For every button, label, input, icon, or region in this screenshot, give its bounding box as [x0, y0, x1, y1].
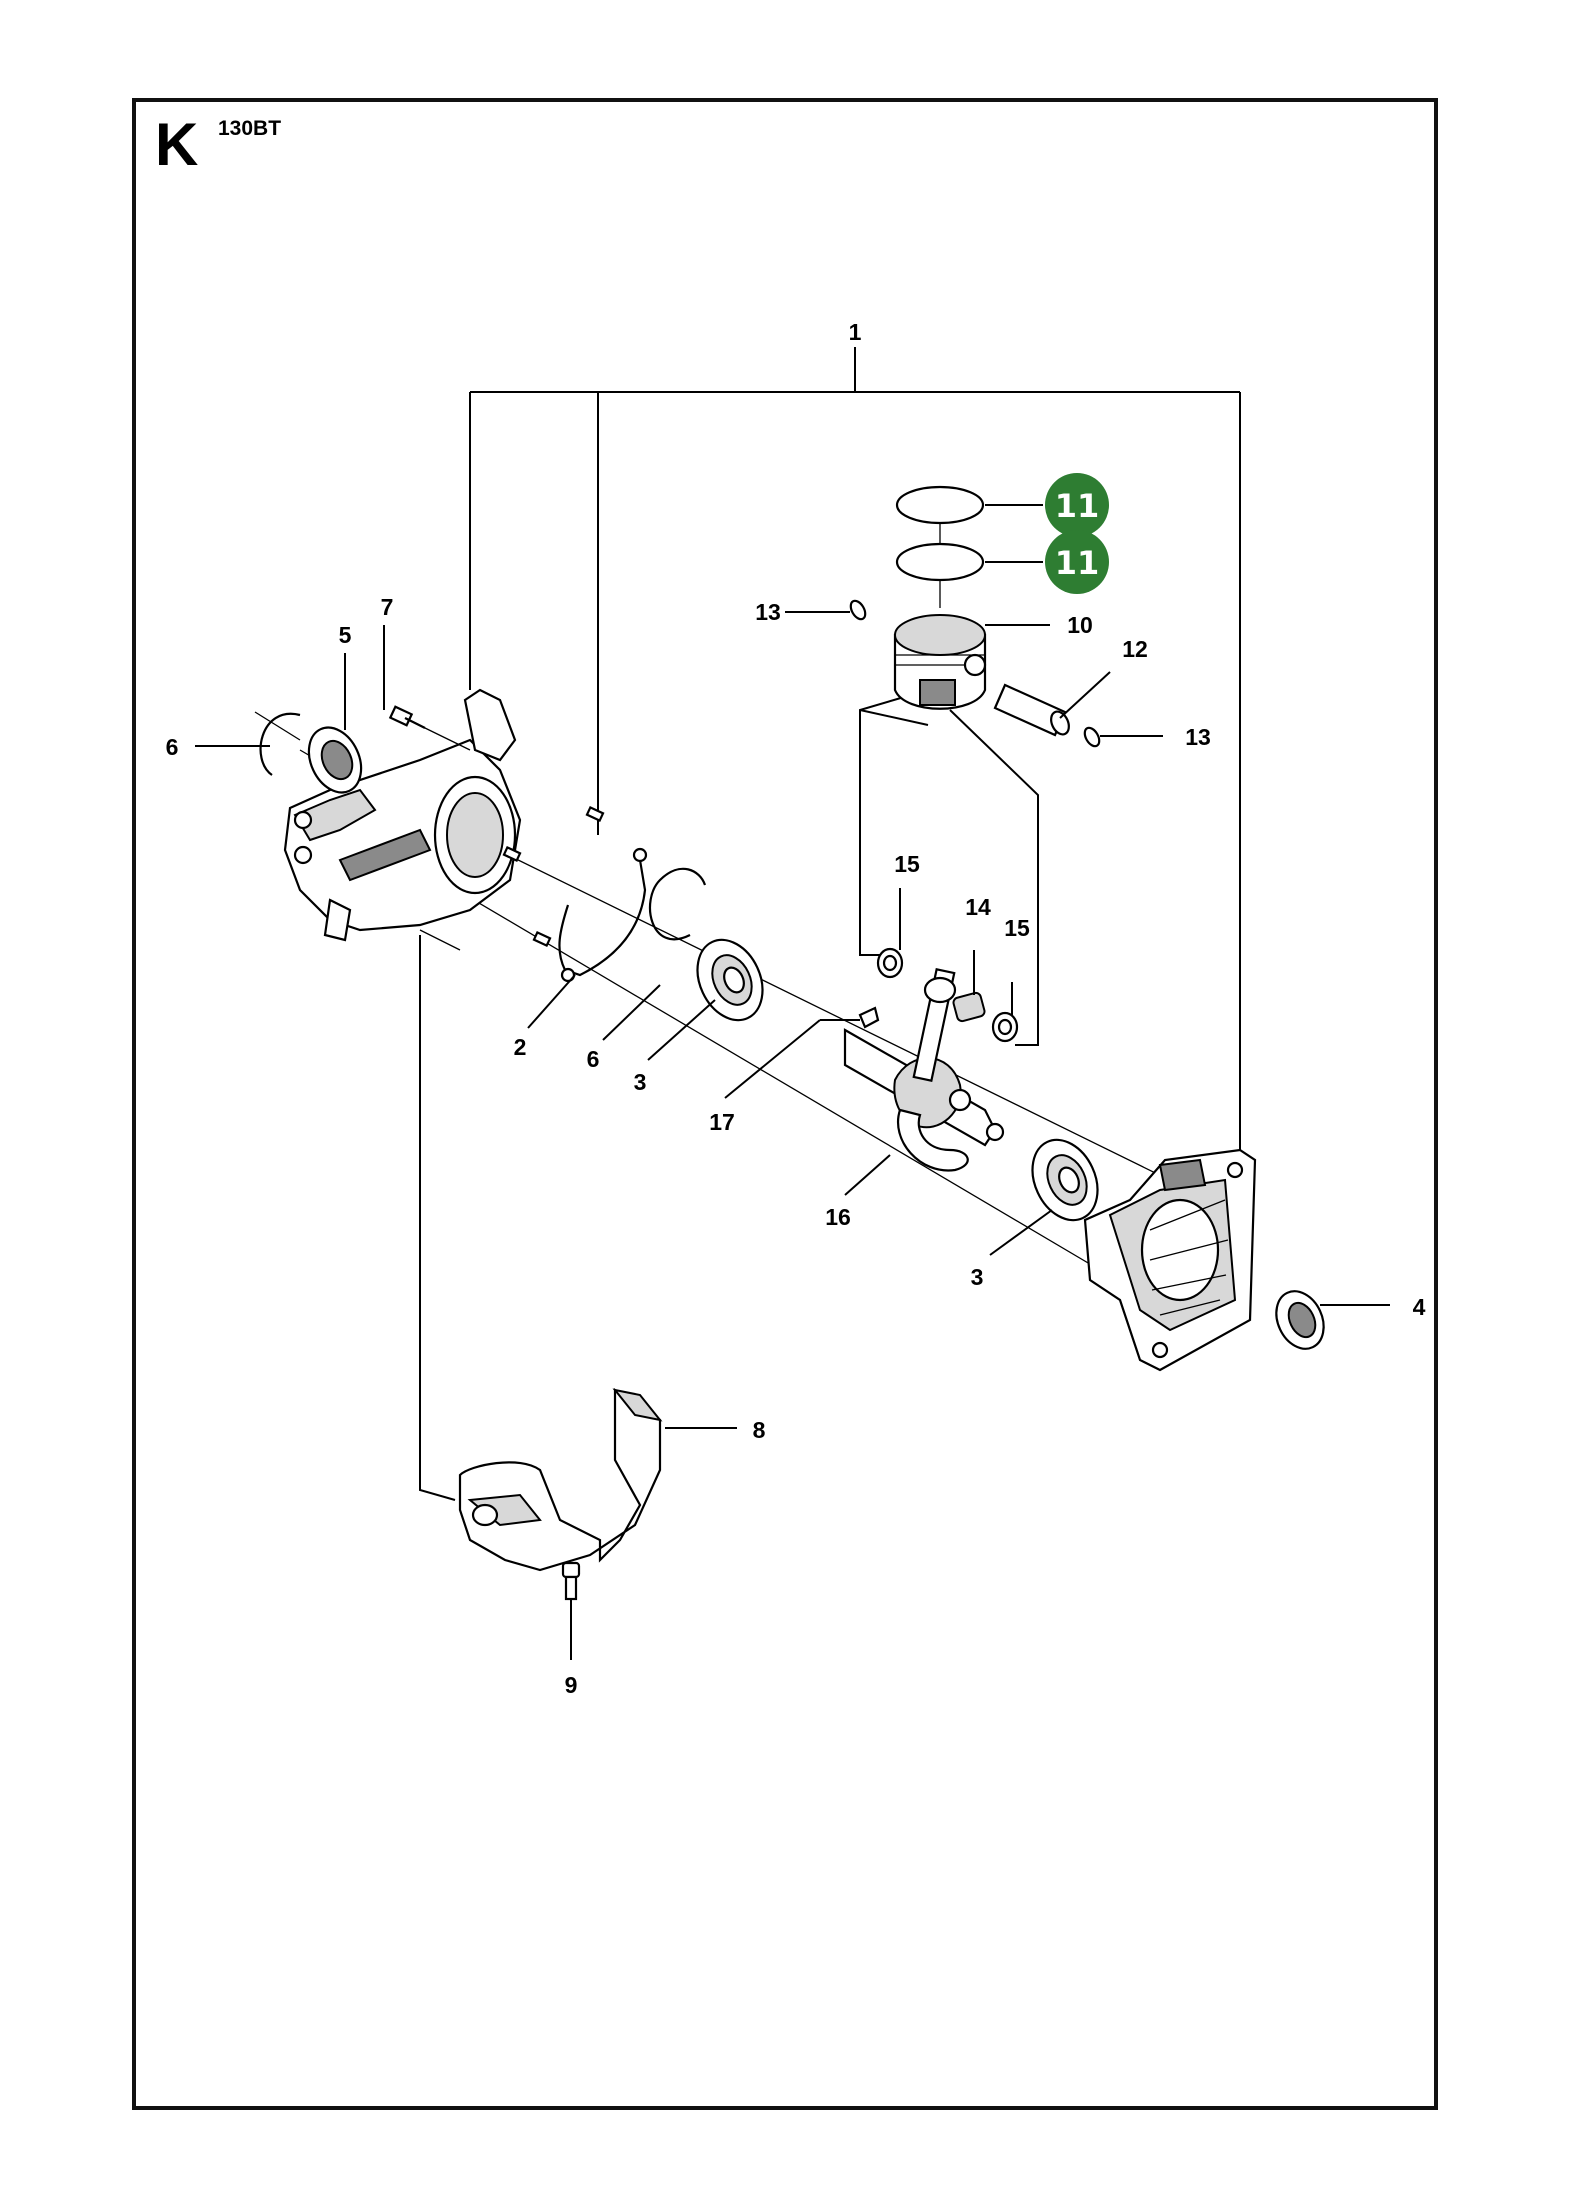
callout-17[interactable]: 17: [709, 1109, 735, 1135]
seal-left: [307, 726, 363, 794]
woodruff-key-17: [858, 1006, 880, 1029]
circlip-middle: [648, 867, 707, 941]
callout-2[interactable]: 2: [514, 1034, 527, 1060]
gasket: [558, 847, 648, 983]
piston-ring-lower: [895, 542, 985, 582]
callout-6-middle[interactable]: 6: [587, 1046, 600, 1072]
piston-pin: [993, 683, 1070, 737]
circlip-left: [254, 711, 301, 776]
shield-8: [458, 1387, 663, 1572]
piston: [893, 614, 987, 710]
callout-9[interactable]: 9: [565, 1672, 578, 1698]
model-name: 130BT: [218, 117, 282, 140]
washer-15-left: [876, 947, 904, 979]
callout-15-lower[interactable]: 15: [1004, 915, 1030, 941]
crankcase-right-half: [1083, 1148, 1257, 1372]
seal-right: [1275, 1290, 1325, 1350]
callout-3-right[interactable]: 3: [971, 1264, 984, 1290]
callout-13-right[interactable]: 13: [1185, 724, 1211, 750]
needle-bearing-14: [952, 991, 986, 1023]
callout-8[interactable]: 8: [753, 1417, 766, 1443]
callout-11-lower: 11: [1055, 544, 1100, 582]
piston-ring-upper: [895, 485, 985, 525]
highlight-badge-circle: [1045, 473, 1109, 537]
screw-7: [388, 705, 471, 751]
screw-9: [561, 1561, 581, 1601]
callout-14[interactable]: 14: [965, 894, 991, 920]
callout-16[interactable]: 16: [825, 1204, 851, 1230]
callout-3-left[interactable]: 3: [634, 1069, 647, 1095]
highlight-badge-11-lower[interactable]: 11: [1045, 530, 1109, 594]
circlip-13-right: [1083, 726, 1101, 748]
bearing-right: [1031, 1138, 1099, 1222]
callout-11-upper: 11: [1055, 487, 1100, 525]
washer-15-right: [991, 1011, 1019, 1043]
callout-13-left[interactable]: 13: [755, 599, 781, 625]
callout-15-upper[interactable]: 15: [894, 851, 920, 877]
callout-1[interactable]: 1: [849, 319, 862, 345]
callout-6-left[interactable]: 6: [166, 734, 179, 760]
callout-10[interactable]: 10: [1067, 612, 1093, 638]
callout-12[interactable]: 12: [1122, 636, 1148, 662]
crankshaft-assembly: [843, 968, 1005, 1172]
page-frame: [132, 98, 1438, 2110]
callout-7[interactable]: 7: [381, 594, 394, 620]
bracket-piston-group: [859, 689, 1039, 1046]
callout-4[interactable]: 4: [1413, 1294, 1426, 1320]
highlight-badge-circle: [1045, 530, 1109, 594]
section-letter: K: [155, 111, 199, 178]
callout-5[interactable]: 5: [339, 622, 352, 648]
crankcase-left-half: [283, 688, 522, 942]
circlip-13-left: [849, 599, 867, 621]
bracket-item-1: [469, 347, 1241, 1160]
highlight-badge-11-upper[interactable]: 11: [1045, 473, 1109, 537]
alignment-pins: [502, 805, 605, 948]
leader-lines: [195, 504, 1390, 1660]
